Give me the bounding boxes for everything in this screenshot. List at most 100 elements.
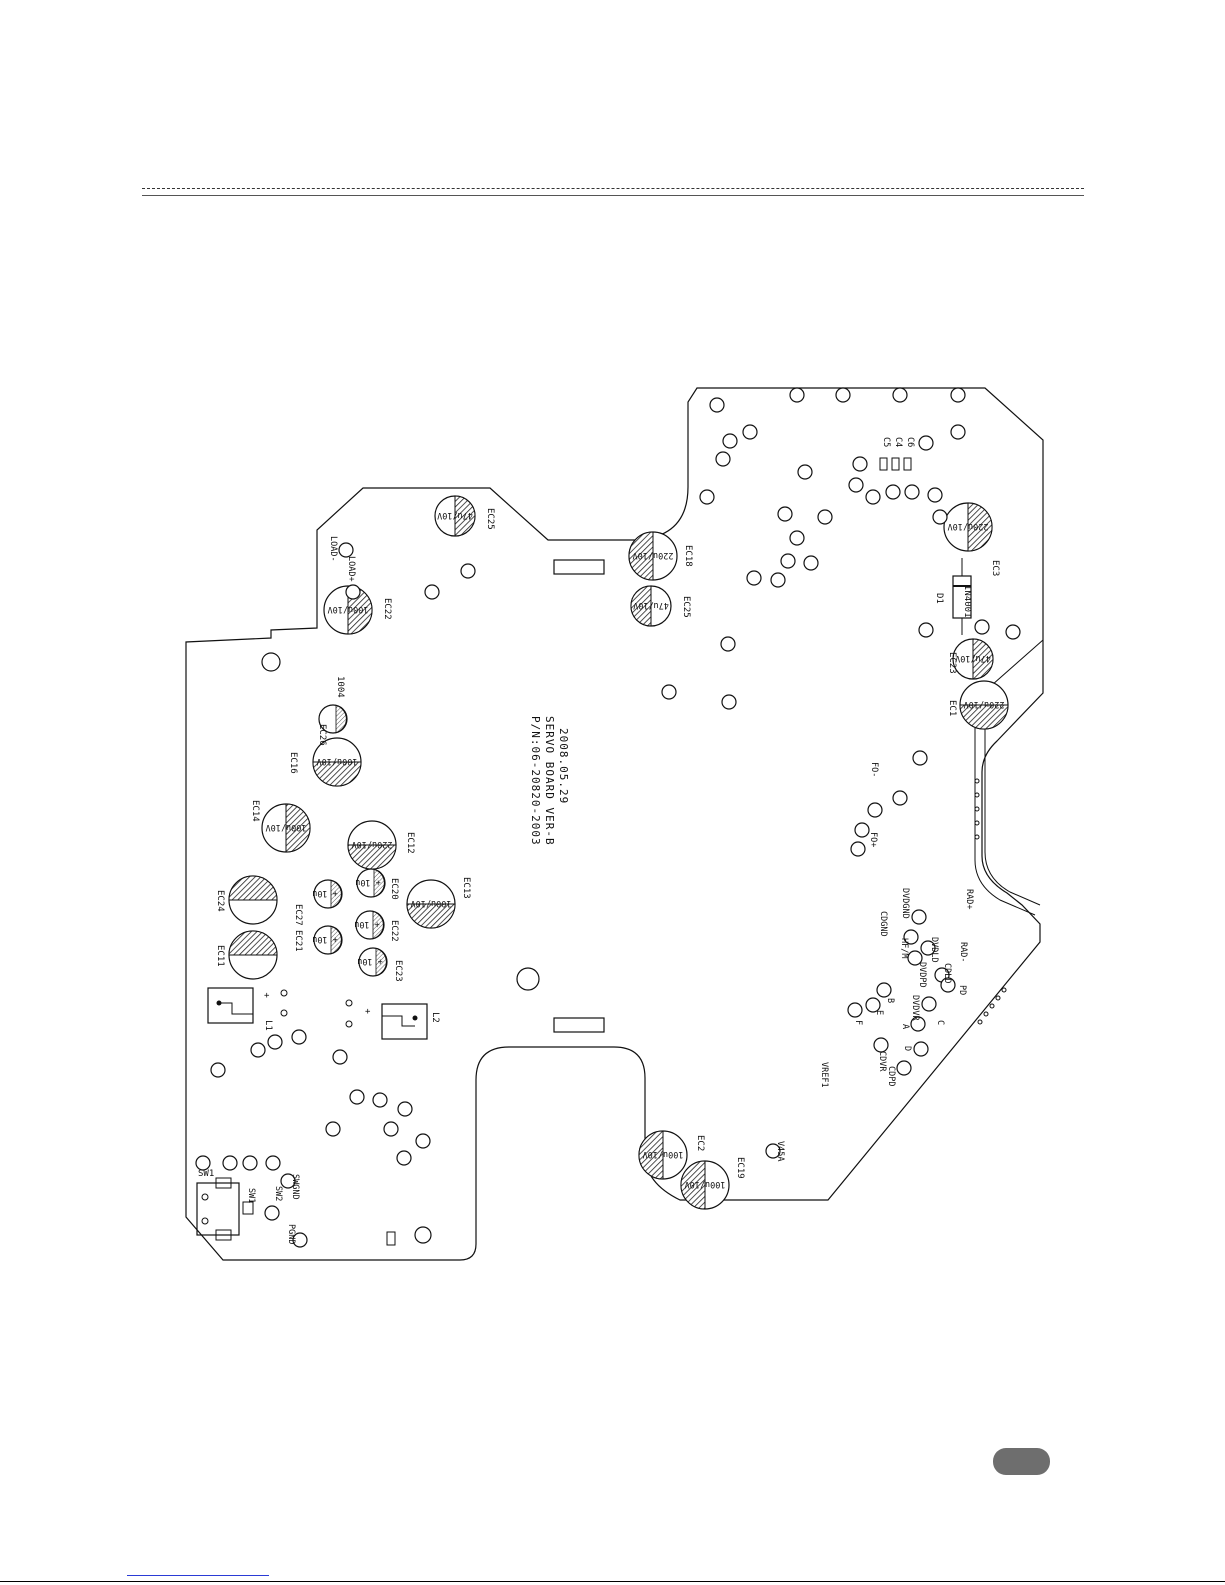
via-hole xyxy=(338,542,354,558)
via-hole xyxy=(424,584,440,600)
capacitor-ec13-10: 100u/10V EC13 xyxy=(406,877,471,929)
inductor-l2-plus: + xyxy=(365,1007,371,1017)
small-capacitor-value: + 10u xyxy=(312,934,338,944)
via-hole xyxy=(873,1037,889,1053)
via-hole xyxy=(415,1133,431,1149)
inductor-l2-ref: L2 xyxy=(430,1012,440,1023)
via-hole xyxy=(195,1155,211,1171)
inductor-l2: L2 + xyxy=(345,999,440,1040)
via-hole xyxy=(927,487,943,503)
pad-label-v45: V45A xyxy=(775,1141,785,1161)
via-hole xyxy=(699,489,715,505)
capacitor-value: 47u/10V xyxy=(633,600,669,610)
via-hole xyxy=(383,1121,399,1137)
via-hole xyxy=(817,509,833,525)
label-c6: C6 xyxy=(905,437,915,447)
footer-rule xyxy=(0,1581,1225,1582)
capacitor-ref: EC25 xyxy=(681,596,691,618)
pad-label-c: C xyxy=(935,1020,945,1025)
via-hole xyxy=(765,1143,781,1159)
pad-label-pgnd: PGND xyxy=(286,1224,296,1244)
capacitor-ref: EC22 xyxy=(382,598,392,620)
via-hole xyxy=(847,1002,863,1018)
via-hole xyxy=(780,553,796,569)
capacitor-value: 220u/10V xyxy=(948,521,989,531)
via-hole xyxy=(722,433,738,449)
small-capacitor-value: + 10u xyxy=(354,919,380,929)
board-date: 2008.05.29 xyxy=(557,728,570,804)
via-hole xyxy=(885,484,901,500)
board-part-number: P/N:06-20820-2003 xyxy=(529,716,542,846)
switch-sw1-ref: SW1 xyxy=(198,1169,214,1179)
pad-labels: LOAD+LOAD-FO-FO+RAD+RAD-DVDGNDCDGNDDVDLD… xyxy=(246,536,974,1244)
capacitor-value: 100u/10V xyxy=(411,898,452,908)
header-solid-rule xyxy=(142,195,1084,196)
via-hole xyxy=(904,484,920,500)
label-c4: C4 xyxy=(893,437,903,447)
capacitor-value: 47u/10V xyxy=(437,510,473,520)
capacitor-ref: EC1 xyxy=(947,700,957,716)
capacitor-ref: EC3 xyxy=(990,560,1000,576)
capacitor-value: 220u/10V xyxy=(352,839,393,849)
via-hole xyxy=(264,1205,280,1221)
via-hole xyxy=(721,694,737,710)
footer-link-underline[interactable] xyxy=(127,1575,269,1576)
pad-label-sw1: SW1 xyxy=(246,1188,256,1203)
connector-pad-top xyxy=(553,559,605,575)
via-hole xyxy=(210,1062,226,1078)
capacitor-ref: EC11 xyxy=(215,945,225,967)
small-capacitor-ref: EC27 xyxy=(293,904,303,926)
via-hole xyxy=(903,929,919,945)
capacitor-ref: EC14 xyxy=(250,800,260,822)
pad-label-cdvr: CDVR xyxy=(877,1051,887,1072)
small-capacitor-ec26-0: EC26 xyxy=(317,704,348,746)
via-hole xyxy=(865,997,881,1013)
pad-label-sw2: SW2 xyxy=(273,1186,283,1201)
switch-sw1: SW1 xyxy=(196,1169,254,1241)
pad-label-d: D xyxy=(902,1046,912,1051)
page-number-badge xyxy=(993,1448,1050,1475)
via-hole xyxy=(222,1155,238,1171)
pad-label-dvdvr: DVDVR xyxy=(910,995,920,1021)
via-hole xyxy=(848,477,864,493)
via-hole xyxy=(267,1034,283,1050)
via-hole xyxy=(892,790,908,806)
capacitor-value: 100u/10V xyxy=(266,822,307,832)
via-holes xyxy=(195,387,1021,1248)
pad-label-load_minus: LOAD- xyxy=(328,536,338,562)
pad-label-cdgnd: CDGND xyxy=(878,911,888,937)
via-hole xyxy=(797,464,813,480)
pad-label-hfm: HF/M xyxy=(899,938,909,958)
capacitor-ref: EC19 xyxy=(735,1157,745,1179)
capacitor-ec25-0: 47u/10V EC25 xyxy=(434,495,495,537)
via-hole xyxy=(789,387,805,403)
pad-label-dvdld: DVDLD xyxy=(929,937,939,963)
pad-label-cdld: CDLD xyxy=(942,963,952,983)
via-hole xyxy=(345,584,361,600)
diode-d1-value: IN4001 xyxy=(962,585,972,618)
via-hole xyxy=(720,636,736,652)
small-capacitor-ref: EC20 xyxy=(389,878,399,900)
board-marker-text: 1004 xyxy=(335,676,345,698)
capacitor-ec25-3: 47u/10V EC25 xyxy=(630,585,691,627)
capacitor-ref: EC13 xyxy=(461,877,471,899)
pad-label-load_plus: LOAD+ xyxy=(346,556,356,582)
pad-label-b: B xyxy=(885,998,895,1003)
via-hole xyxy=(911,909,927,925)
via-hole xyxy=(865,489,881,505)
capacitor-ec3-4: 220u/10V EC3 xyxy=(943,502,1000,576)
capacitor-ref: EC25 xyxy=(485,508,495,530)
pad-label-pd: PD xyxy=(957,985,967,995)
via-hole xyxy=(896,1060,912,1076)
via-hole xyxy=(921,996,937,1012)
capacitor-value: 100u/10V xyxy=(643,1149,684,1159)
via-hole xyxy=(789,530,805,546)
pad-label-rad_minus: RAD- xyxy=(958,942,968,962)
via-hole xyxy=(892,387,908,403)
small-capacitor-ref: EC23 xyxy=(393,960,403,982)
